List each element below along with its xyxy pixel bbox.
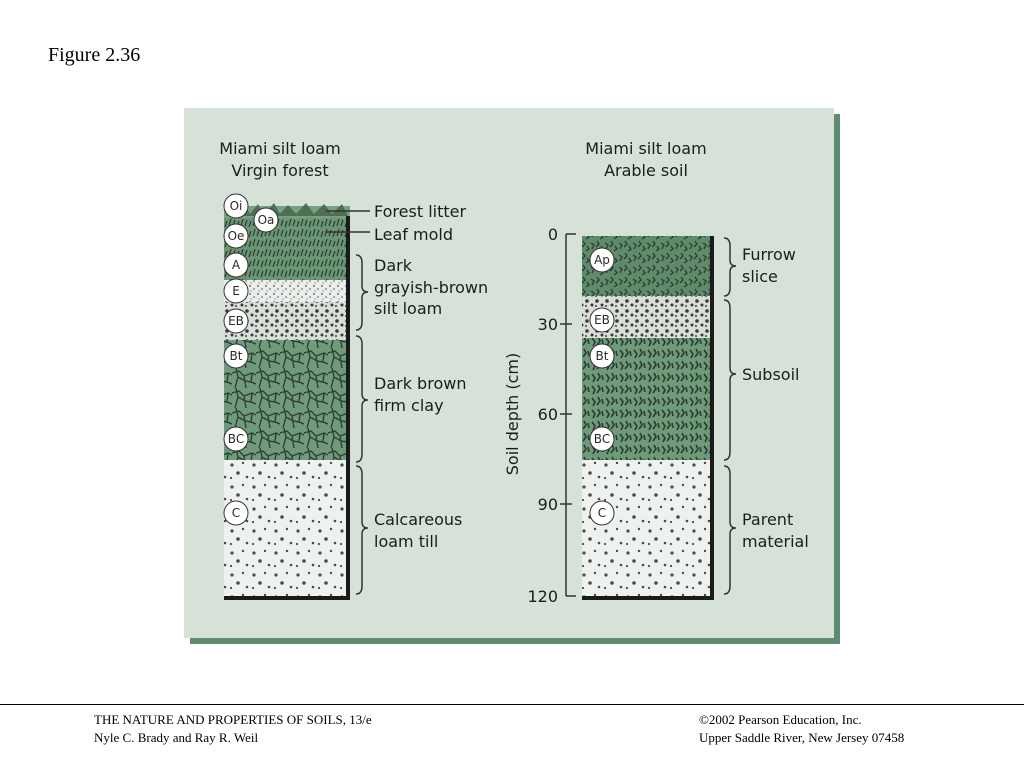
left-badges: Oi Oa Oe A E EB Bt BC C — [223, 193, 279, 526]
horizon-badge-c: C — [223, 500, 249, 526]
footer-publisher-location: Upper Saddle River, New Jersey 07458 — [699, 730, 905, 745]
depth-tick-0: 0 — [548, 225, 558, 244]
depth-axis-label: Soil depth (cm) — [503, 353, 522, 475]
svg-text:EB: EB — [228, 314, 244, 328]
right-profile-column — [582, 236, 714, 600]
left-annotation-lines — [326, 210, 370, 595]
depth-tick-120: 120 — [527, 587, 558, 606]
label-clay-line2: firm clay — [374, 396, 444, 415]
depth-tick-60: 60 — [538, 405, 558, 424]
horizon-badge-ap: Ap — [589, 247, 615, 273]
svg-text:C: C — [232, 506, 240, 520]
horizon-badge-bt: Bt — [223, 343, 249, 369]
label-parent-line2: material — [742, 532, 809, 551]
footer-book-title: THE NATURE AND PROPERTIES OF SOILS, 13/e — [94, 712, 372, 727]
horizon-badge-bc-right: BC — [589, 426, 615, 452]
svg-text:BC: BC — [594, 432, 610, 446]
label-till-line1: Calcareous — [374, 510, 462, 529]
label-dark-line2: grayish-brown — [374, 278, 488, 297]
svg-text:C: C — [598, 506, 606, 520]
label-clay-line1: Dark brown — [374, 374, 466, 393]
svg-text:Bt: Bt — [230, 349, 243, 363]
horizon-badge-oi: Oi — [223, 193, 249, 219]
left-title-line1: Miami silt loam — [219, 139, 340, 158]
svg-text:EB: EB — [594, 313, 610, 327]
svg-text:Oa: Oa — [258, 213, 275, 227]
horizon-badge-e: E — [223, 278, 249, 304]
figure-title: Figure 2.36 — [48, 44, 141, 66]
horizon-badge-c-right: C — [589, 500, 615, 526]
footer-copyright: ©2002 Pearson Education, Inc. — [699, 712, 862, 727]
footer-left: THE NATURE AND PROPERTIES OF SOILS, 13/e… — [94, 711, 372, 747]
label-leaf-mold: Leaf mold — [374, 225, 453, 244]
label-dark-line3: silt loam — [374, 299, 442, 318]
label-subsoil: Subsoil — [742, 365, 799, 384]
label-forest-litter: Forest litter — [374, 202, 466, 221]
label-till-line2: loam till — [374, 532, 438, 551]
svg-text:A: A — [232, 258, 241, 272]
horizon-badge-oa: Oa — [253, 207, 279, 233]
label-furrow-line1: Furrow — [742, 245, 796, 264]
footer-authors: Nyle C. Brady and Ray R. Weil — [94, 730, 259, 745]
label-furrow-line2: slice — [742, 267, 778, 286]
svg-text:Oi: Oi — [230, 199, 243, 213]
c-horizon — [224, 460, 350, 598]
footer-divider — [0, 704, 1024, 705]
horizon-badge-bt-right: Bt — [589, 343, 615, 369]
svg-text:E: E — [232, 284, 240, 298]
horizon-badge-eb: EB — [223, 308, 249, 334]
horizon-badge-eb-right: EB — [589, 307, 615, 333]
footer-right: ©2002 Pearson Education, Inc. Upper Sadd… — [699, 711, 904, 747]
svg-text:Ap: Ap — [594, 253, 610, 267]
c-horizon-right — [582, 460, 714, 598]
horizon-badge-bc: BC — [223, 426, 249, 452]
horizon-badge-a: A — [223, 252, 249, 278]
svg-text:Bt: Bt — [596, 349, 609, 363]
right-badges: Ap EB Bt BC C — [589, 247, 615, 526]
label-dark-line1: Dark — [374, 256, 413, 275]
right-title-line1: Miami silt loam — [585, 139, 706, 158]
horizon-badge-oe: Oe — [223, 223, 249, 249]
depth-axis: 0 30 60 90 120 Soil depth (cm) — [503, 225, 576, 606]
label-parent-line1: Parent — [742, 510, 793, 529]
right-annotation-lines — [723, 237, 737, 595]
right-title-line2: Arable soil — [604, 161, 688, 180]
left-title-line2: Virgin forest — [231, 161, 328, 180]
svg-text:BC: BC — [228, 432, 244, 446]
soil-profile-figure: Miami silt loam Virgin forest Oi Oa Oe A… — [184, 108, 834, 638]
svg-text:Oe: Oe — [228, 229, 245, 243]
depth-tick-30: 30 — [538, 315, 558, 334]
e-horizon — [224, 280, 350, 302]
depth-tick-90: 90 — [538, 495, 558, 514]
soil-profile-diagram: Miami silt loam Virgin forest Oi Oa Oe A… — [219, 139, 809, 606]
